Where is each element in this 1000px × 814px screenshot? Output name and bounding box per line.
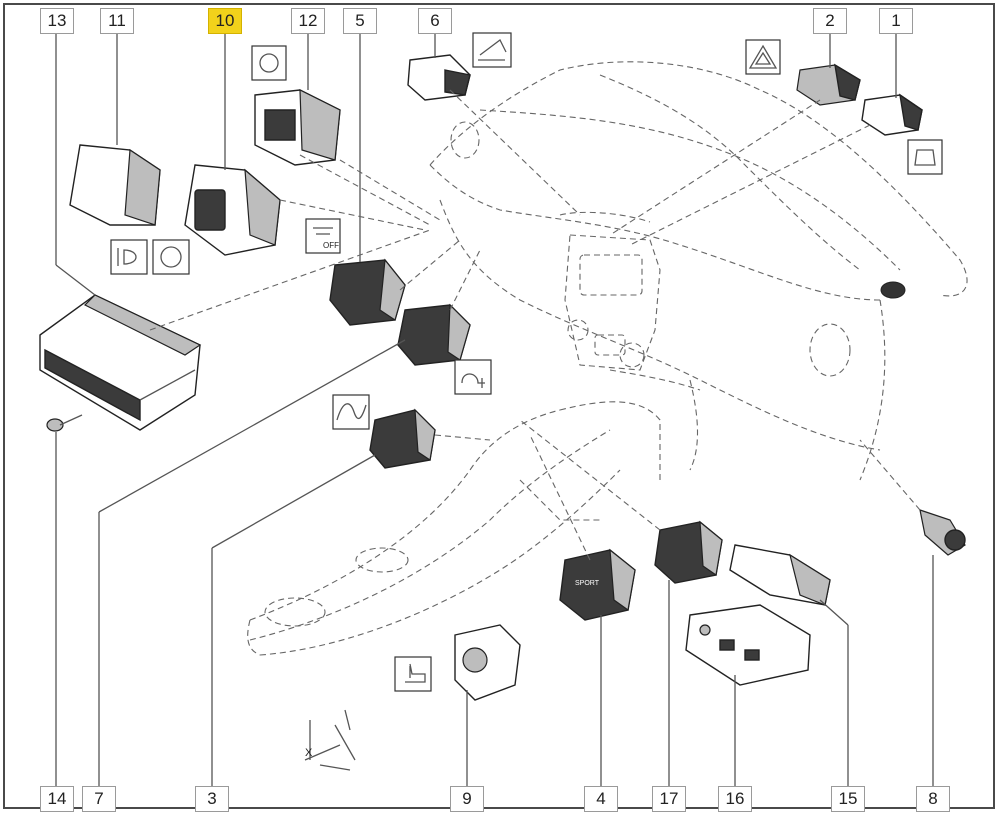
part-8-socket bbox=[919, 509, 966, 556]
dashboard-outline bbox=[429, 61, 968, 481]
part-14-screw bbox=[46, 414, 83, 432]
parking-sensor-off-icon bbox=[305, 218, 341, 254]
callout-3: 3 bbox=[195, 786, 229, 812]
part-3-switch bbox=[369, 408, 436, 469]
traction-control-icon bbox=[251, 45, 287, 81]
leader-lines bbox=[55, 34, 934, 786]
part-7-switch bbox=[397, 303, 471, 366]
callout-5: 5 bbox=[343, 8, 377, 34]
part-12-switch bbox=[254, 89, 341, 166]
callout-12: 12 bbox=[291, 8, 325, 34]
part-15-tray bbox=[729, 544, 831, 606]
floor-console bbox=[247, 401, 661, 656]
assembly-lines bbox=[149, 89, 921, 561]
part-5-switch bbox=[329, 258, 406, 326]
eco-mode-icon bbox=[472, 32, 512, 68]
part-2-switch bbox=[796, 63, 861, 106]
callout-6: 6 bbox=[418, 8, 452, 34]
center-stack bbox=[559, 211, 661, 371]
callout-14: 14 bbox=[40, 786, 74, 812]
part-10-dual-switch bbox=[184, 164, 281, 256]
heated-seat-icon bbox=[394, 656, 432, 692]
part-4-switch bbox=[559, 548, 636, 621]
callout-11: 11 bbox=[100, 8, 134, 34]
off-label: OFF bbox=[323, 241, 339, 250]
callout-7: 7 bbox=[82, 786, 116, 812]
sport-label: SPORT bbox=[575, 580, 600, 587]
callout-8: 8 bbox=[916, 786, 950, 812]
callout-15: 15 bbox=[831, 786, 865, 812]
speed-limiter-icon bbox=[332, 394, 370, 430]
part-9-heated-seat-switch bbox=[454, 624, 521, 701]
callout-1: 1 bbox=[879, 8, 913, 34]
headlamp-level-icon bbox=[110, 239, 148, 275]
part-13-switch-bank bbox=[39, 294, 202, 431]
part-11-blank-cover bbox=[69, 144, 161, 226]
diagram-frame bbox=[3, 3, 995, 809]
callout-2: 2 bbox=[813, 8, 847, 34]
part-17-switch bbox=[654, 520, 723, 584]
callout-16: 16 bbox=[718, 786, 752, 812]
dimension-label: X bbox=[305, 747, 313, 759]
callout-17: 17 bbox=[652, 786, 686, 812]
door-lock-icon bbox=[907, 139, 943, 175]
hazard-warning-icon bbox=[745, 39, 781, 75]
part-6-switch bbox=[407, 54, 471, 101]
part-1-switch bbox=[861, 93, 923, 136]
air-vents bbox=[450, 121, 906, 377]
bolt-dimension bbox=[304, 709, 356, 771]
callout-9: 9 bbox=[450, 786, 484, 812]
part-16-usb-panel bbox=[685, 604, 811, 686]
charging-plug-icon bbox=[454, 359, 492, 395]
steering-icon bbox=[152, 239, 190, 275]
callout-10: 10 bbox=[208, 8, 242, 34]
callout-4: 4 bbox=[584, 786, 618, 812]
callout-13: 13 bbox=[40, 8, 74, 34]
